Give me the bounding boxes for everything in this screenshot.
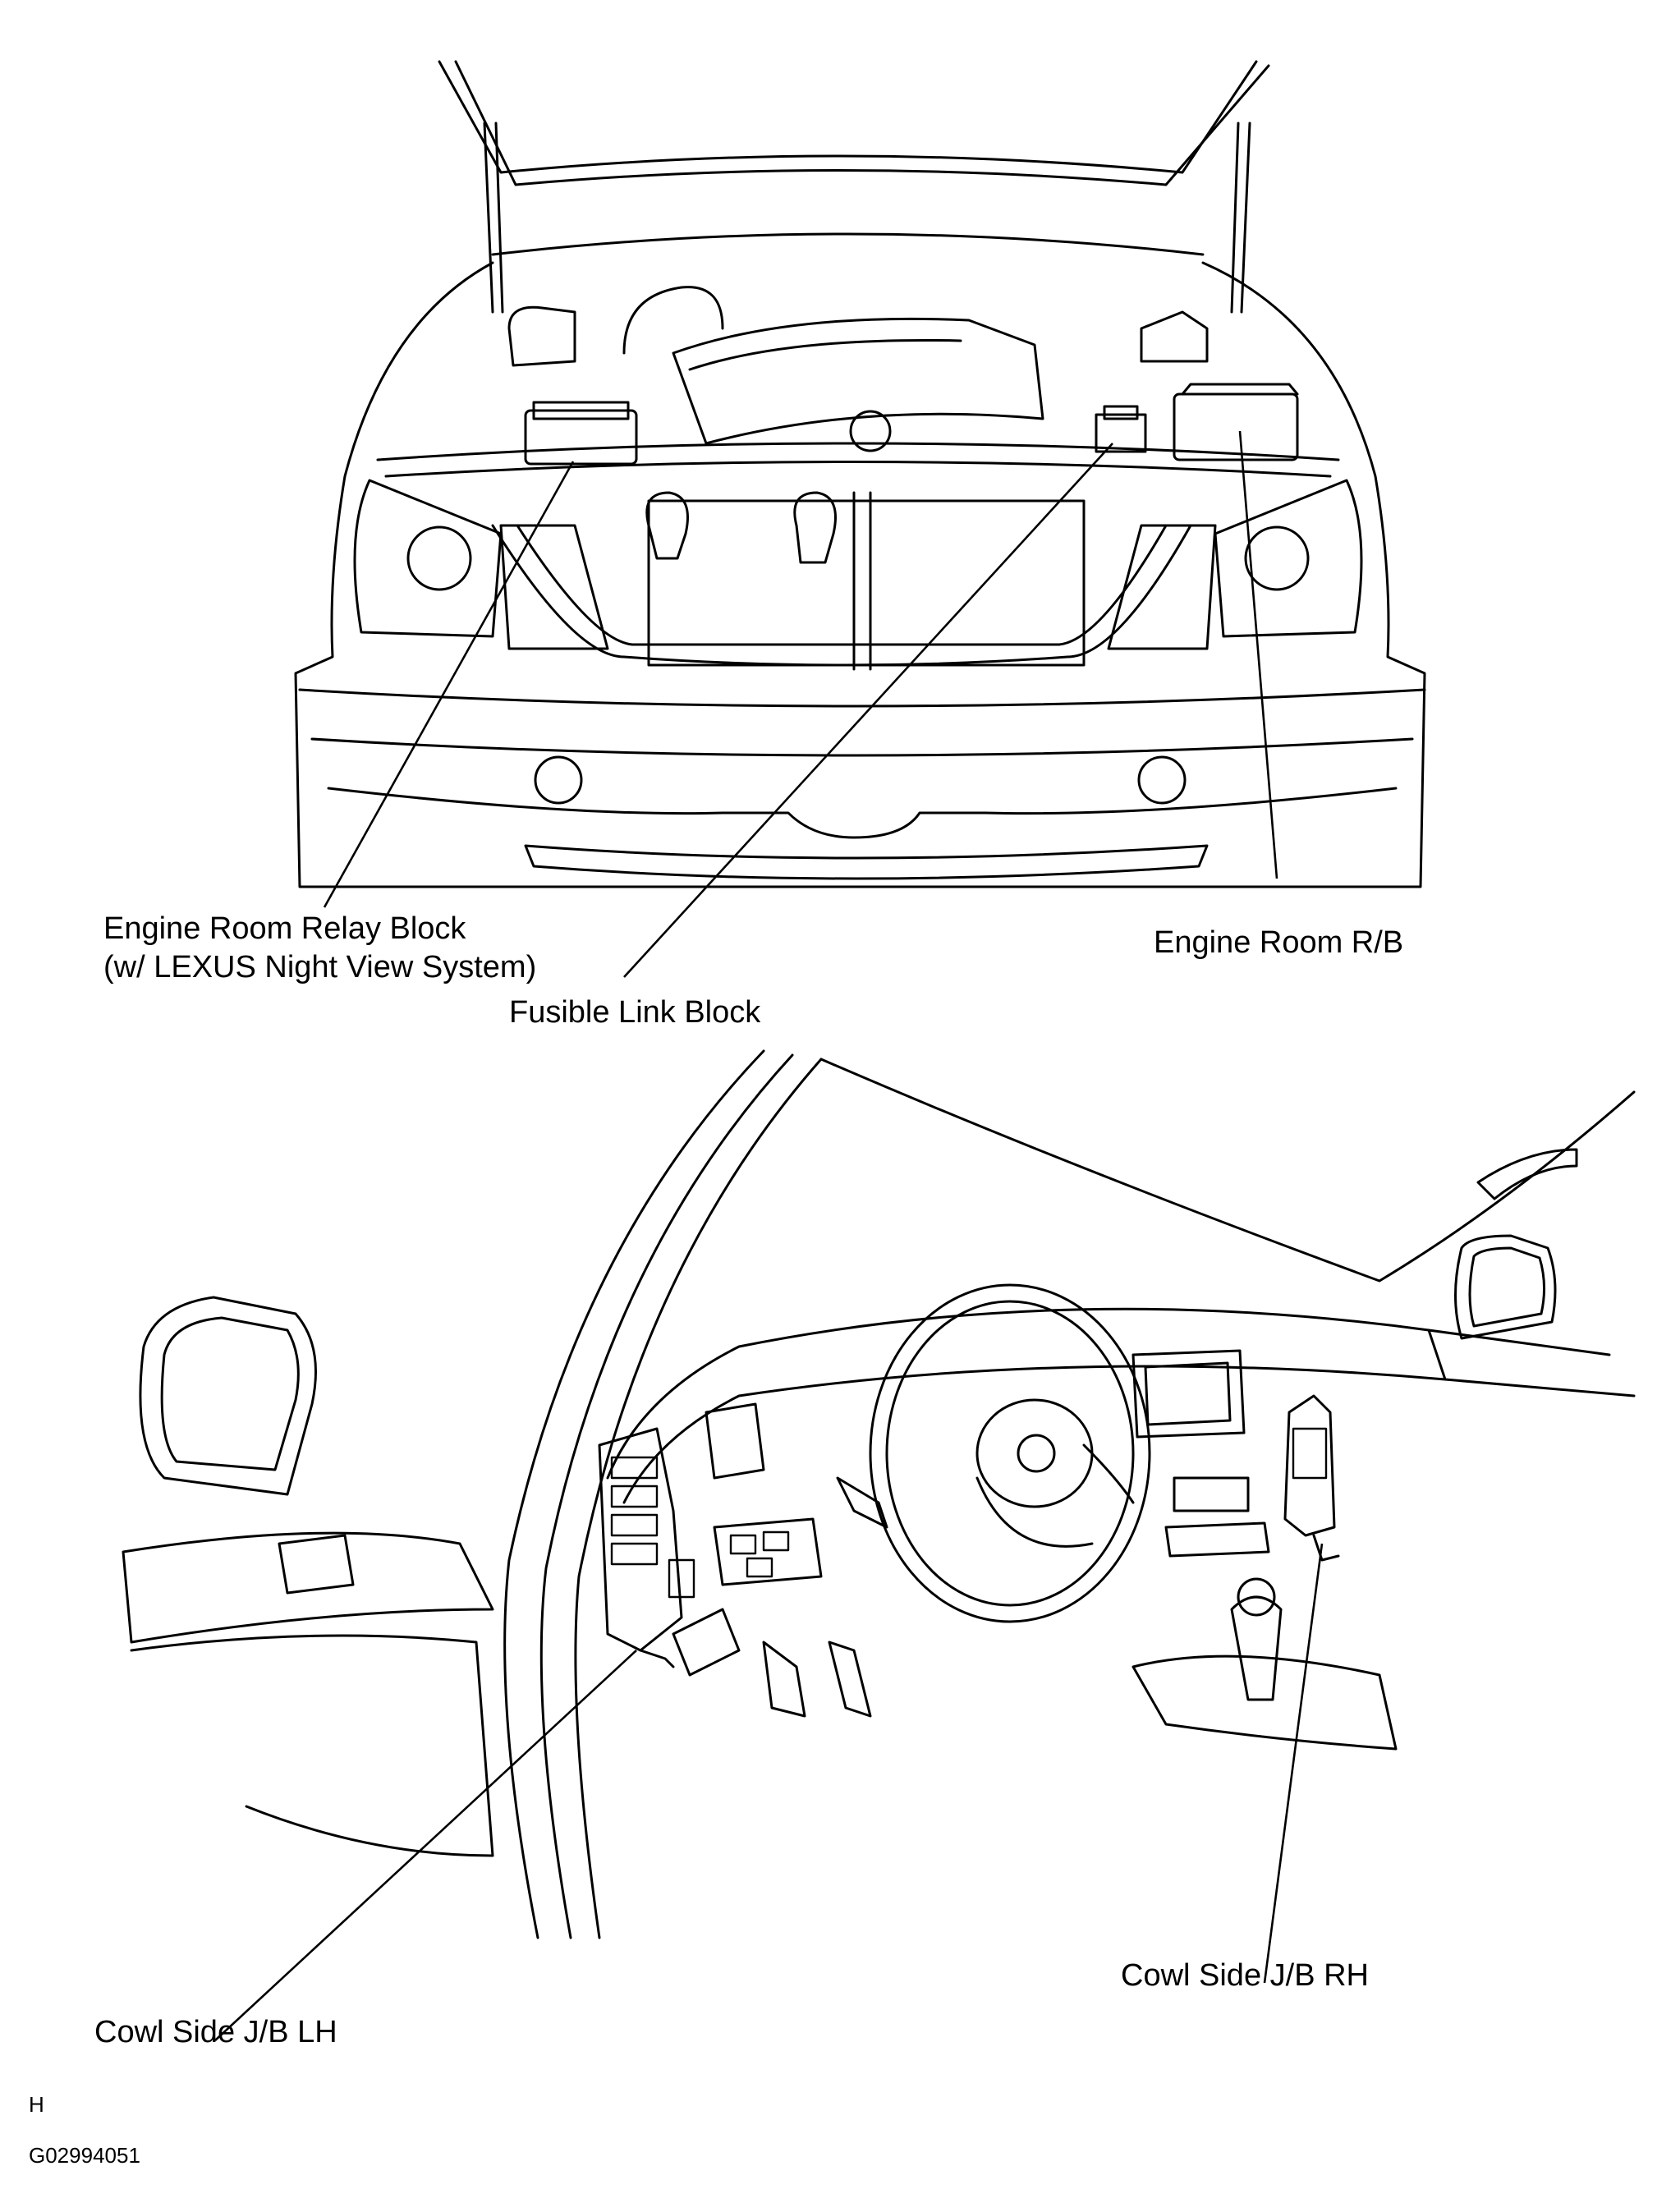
label-fusible-link-block: Fusible Link Block (509, 995, 761, 1030)
leader-cowl-side-jb-lh (214, 1650, 637, 2041)
section-code: H (29, 2092, 44, 2117)
label-cowl-side-jb-rh: Cowl Side J/B RH (1121, 1958, 1369, 1993)
cabin-illustration (122, 1049, 1636, 1939)
engine-room-illustration (294, 60, 1426, 888)
label-engine-room-relay-block-note: (w/ LEXUS Night View System) (103, 950, 537, 984)
figure-id: G02994051 (29, 2143, 140, 2168)
leader-lines (214, 430, 1324, 2041)
label-engine-room-relay-block: Engine Room Relay Block (103, 911, 466, 946)
label-cowl-side-jb-lh: Cowl Side J/B LH (94, 2015, 337, 2049)
leader-engine-room-relay-block (323, 461, 575, 908)
label-engine-room-rb: Engine Room R/B (1154, 925, 1404, 960)
leader-engine-room-rb (1238, 430, 1278, 879)
leader-cowl-side-jb-rh (1263, 1543, 1324, 1984)
leader-fusible-link-block (623, 443, 1113, 978)
